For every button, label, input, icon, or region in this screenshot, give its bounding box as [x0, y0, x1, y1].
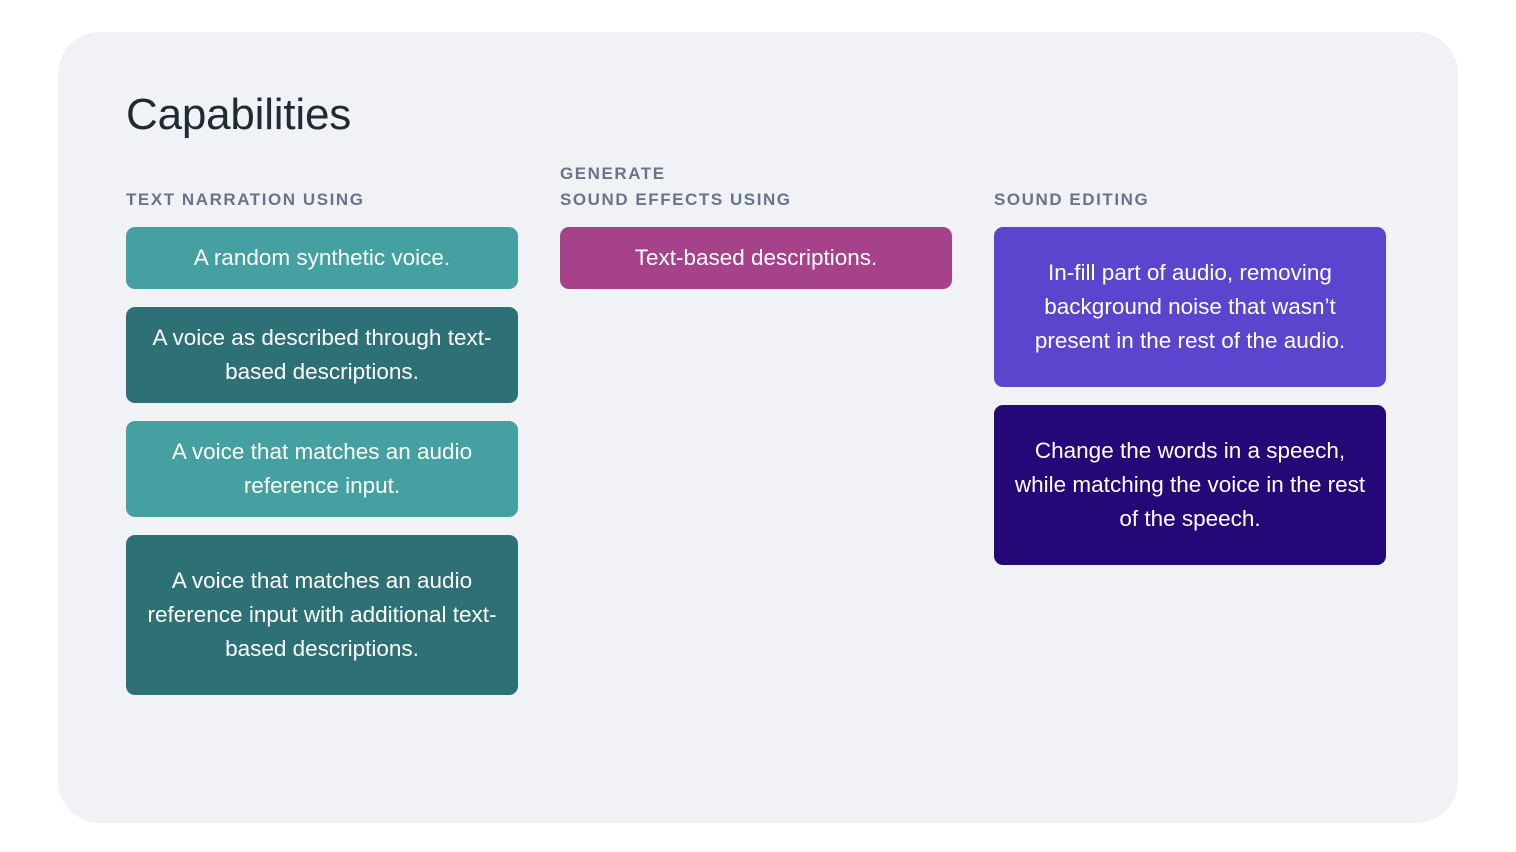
capability-card[interactable]: A voice that matches an audio reference …	[126, 535, 518, 695]
page-title: Capabilities	[126, 90, 352, 139]
capabilities-panel: Capabilities TEXT NARRATION USING A rand…	[58, 32, 1458, 823]
capability-card[interactable]: Text-based descriptions.	[560, 227, 952, 289]
column-sound-editing: SOUND EDITING In-fill part of audio, rem…	[994, 187, 1386, 565]
column-text-narration: TEXT NARRATION USING A random synthetic …	[126, 187, 518, 695]
card-list-sound-editing: In-fill part of audio, removing backgrou…	[994, 227, 1386, 565]
column-sound-effects: GENERATE SOUND EFFECTS USING Text-based …	[560, 164, 952, 289]
column-header-sound-effects: GENERATE SOUND EFFECTS USING	[560, 164, 792, 209]
card-list-text-narration: A random synthetic voice. A voice as des…	[126, 227, 518, 695]
capability-card[interactable]: A voice as described through text-based …	[126, 307, 518, 403]
capability-card[interactable]: Change the words in a speech, while matc…	[994, 405, 1386, 565]
capability-card[interactable]: A voice that matches an audio reference …	[126, 421, 518, 517]
capability-card[interactable]: A random synthetic voice.	[126, 227, 518, 289]
card-list-sound-effects: Text-based descriptions.	[560, 227, 952, 289]
column-header-sound-editing: SOUND EDITING	[994, 190, 1150, 209]
capability-card[interactable]: In-fill part of audio, removing backgrou…	[994, 227, 1386, 387]
column-header-text-narration: TEXT NARRATION USING	[126, 190, 365, 209]
